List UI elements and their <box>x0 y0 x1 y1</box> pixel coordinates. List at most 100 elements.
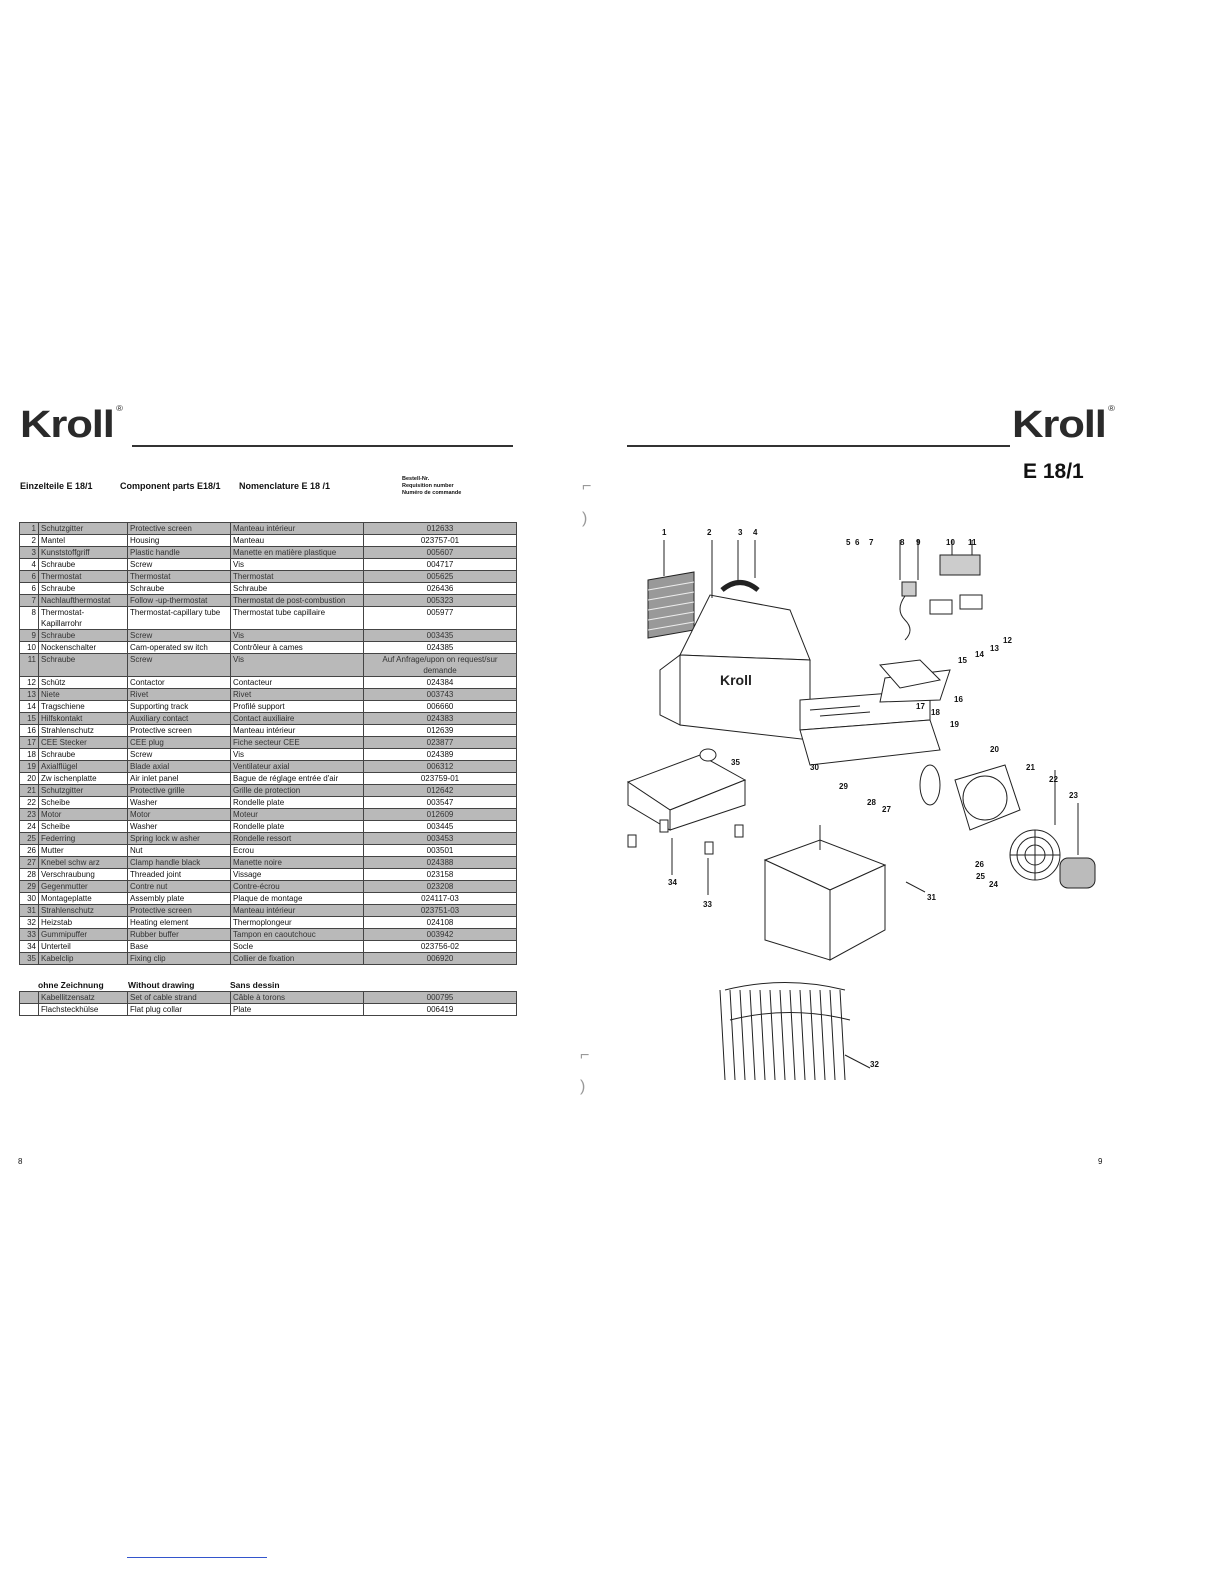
order-number: 003501 <box>363 844 517 857</box>
order-number: 023759-01 <box>363 772 517 785</box>
name-german: Kabellitzensatz <box>38 991 128 1004</box>
contactor-part <box>929 599 953 615</box>
assembly-plate-part <box>799 669 951 766</box>
order-number: 000795 <box>363 991 517 1004</box>
heating-element-part <box>719 982 871 1080</box>
name-german: Axialflügel <box>38 760 128 773</box>
name-german: Strahlenschutz <box>38 724 128 737</box>
order-number: 006312 <box>363 760 517 773</box>
callout-22: 22 <box>1049 775 1058 784</box>
housing-part: Kroll <box>659 540 811 741</box>
callout-13: 13 <box>990 644 999 653</box>
item-number: 7 <box>19 594 39 607</box>
name-french: Manteau <box>230 534 364 547</box>
name-english: Air inlet panel <box>127 772 231 785</box>
name-french: Rivet <box>230 688 364 701</box>
name-german: Schraube <box>38 582 128 595</box>
name-french: Ventilateur axial <box>230 760 364 773</box>
item-number: 4 <box>19 558 39 571</box>
motor-part <box>1059 803 1096 889</box>
name-english: Contactor <box>127 676 231 689</box>
item-number: 33 <box>19 928 39 941</box>
name-french: Rondelle plate <box>230 820 364 833</box>
order-number: 012642 <box>363 784 517 797</box>
name-french: Contacteur <box>230 676 364 689</box>
name-french: Ecrou <box>230 844 364 857</box>
order-number: 003547 <box>363 796 517 809</box>
order-number: 006920 <box>363 952 517 965</box>
name-german: Zw ischenplatte <box>38 772 128 785</box>
header-order-number: Bestell-Nr. Requisition number Numéro de… <box>402 476 462 496</box>
item-number: 30 <box>19 892 39 905</box>
callout-1: 1 <box>662 528 667 537</box>
callout-35: 35 <box>731 758 740 767</box>
name-english: Rivet <box>127 688 231 701</box>
item-number: 6 <box>19 570 39 583</box>
name-french: Collier de fixation <box>230 952 364 965</box>
order-number: 003743 <box>363 688 517 701</box>
callout-27: 27 <box>882 805 891 814</box>
name-german: CEE Stecker <box>38 736 128 749</box>
auxiliary-contact-part <box>959 594 983 610</box>
page-number-left: 8 <box>18 1157 23 1166</box>
order-number: 023756-02 <box>363 940 517 953</box>
header-rule-left <box>132 445 513 447</box>
name-german: Mantel <box>38 534 128 547</box>
item-number: 25 <box>19 832 39 845</box>
callout-32: 32 <box>870 1060 879 1069</box>
model-title: E 18/1 <box>1023 460 1084 483</box>
name-german: Scheibe <box>38 796 128 809</box>
protective-grille-part <box>1009 770 1061 881</box>
order-number: 026436 <box>363 582 517 595</box>
name-french: Contrôleur à cames <box>230 641 364 654</box>
without-drawing-fr: Sans dessin <box>230 980 280 990</box>
callout-23: 23 <box>1069 791 1078 800</box>
name-german: Federring <box>38 832 128 845</box>
callout-28: 28 <box>867 798 876 807</box>
name-german: Strahlenschutz <box>38 904 128 917</box>
name-english: Follow -up-thermostat <box>127 594 231 607</box>
name-french: Thermostat <box>230 570 364 583</box>
page-number-right: 9 <box>1098 1157 1103 1166</box>
header-english: Component parts E18/1 <box>120 481 221 491</box>
item-number: 15 <box>19 712 39 725</box>
name-german: Knebel schw arz <box>38 856 128 869</box>
callout-30: 30 <box>810 763 819 772</box>
callout-16: 16 <box>954 695 963 704</box>
name-english: Rubber buffer <box>127 928 231 941</box>
callout-15: 15 <box>958 656 967 665</box>
name-french: Manette noire <box>230 856 364 869</box>
name-english: Set of cable strand <box>127 991 231 1004</box>
name-german: Unterteil <box>38 940 128 953</box>
name-french: Manteau intérieur <box>230 522 364 535</box>
name-french: Grille de protection <box>230 784 364 797</box>
name-english: Washer <box>127 796 231 809</box>
item-number: 8 <box>19 606 39 630</box>
name-german: Verschraubung <box>38 868 128 881</box>
name-german: Schütz <box>38 676 128 689</box>
without-drawing-en: Without drawing <box>128 980 195 990</box>
callout-5: 5 <box>846 538 851 547</box>
name-german: Schutzgitter <box>38 784 128 797</box>
order-number: 024385 <box>363 641 517 654</box>
callout-17: 17 <box>916 702 925 711</box>
callout-3: 3 <box>738 528 743 537</box>
name-english: Protective grille <box>127 784 231 797</box>
item-number: 21 <box>19 784 39 797</box>
item-number: 24 <box>19 820 39 833</box>
name-german: Montageplatte <box>38 892 128 905</box>
header-german: Einzelteile E 18/1 <box>20 481 93 491</box>
name-english: Screw <box>127 653 231 677</box>
kroll-logo-left: Kroll® <box>20 404 123 446</box>
name-french: Plaque de montage <box>230 892 364 905</box>
